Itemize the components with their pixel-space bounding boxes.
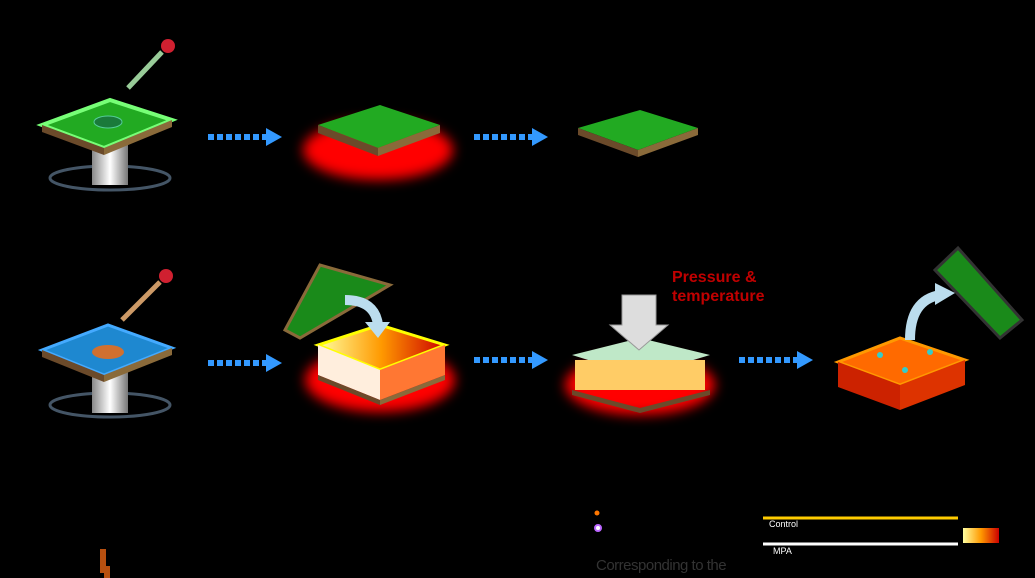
- arrow-step-2: [474, 128, 548, 146]
- annotation-pressure: Pressure &: [672, 269, 757, 286]
- film-with-cover: [282, 263, 455, 412]
- spin-coater-blue: [37, 323, 177, 419]
- arrow-step-3: [208, 354, 282, 372]
- arrow-step-1: [208, 128, 282, 146]
- pipette-icon: [126, 39, 175, 90]
- legend-dot-purple: [594, 524, 602, 532]
- annotation-temperature: temperature: [672, 288, 765, 305]
- legend-dot-orange: [594, 510, 600, 516]
- peeled-film: [833, 245, 1025, 410]
- spin-coater-green: [36, 97, 178, 192]
- heated-green-film: [303, 105, 453, 180]
- legend-control-label: Control: [769, 519, 799, 529]
- legend-mpa-label: MPA: [773, 546, 792, 556]
- caption-text: Corresponding to the: [596, 557, 727, 574]
- arrow-step-5: [739, 351, 813, 369]
- pipette-icon: [120, 269, 173, 322]
- green-film-result: [578, 110, 698, 157]
- figure-icon: [100, 549, 110, 578]
- arrow-step-4: [474, 351, 548, 369]
- color-scale-bar: [963, 528, 999, 543]
- pressed-stack: [565, 294, 715, 415]
